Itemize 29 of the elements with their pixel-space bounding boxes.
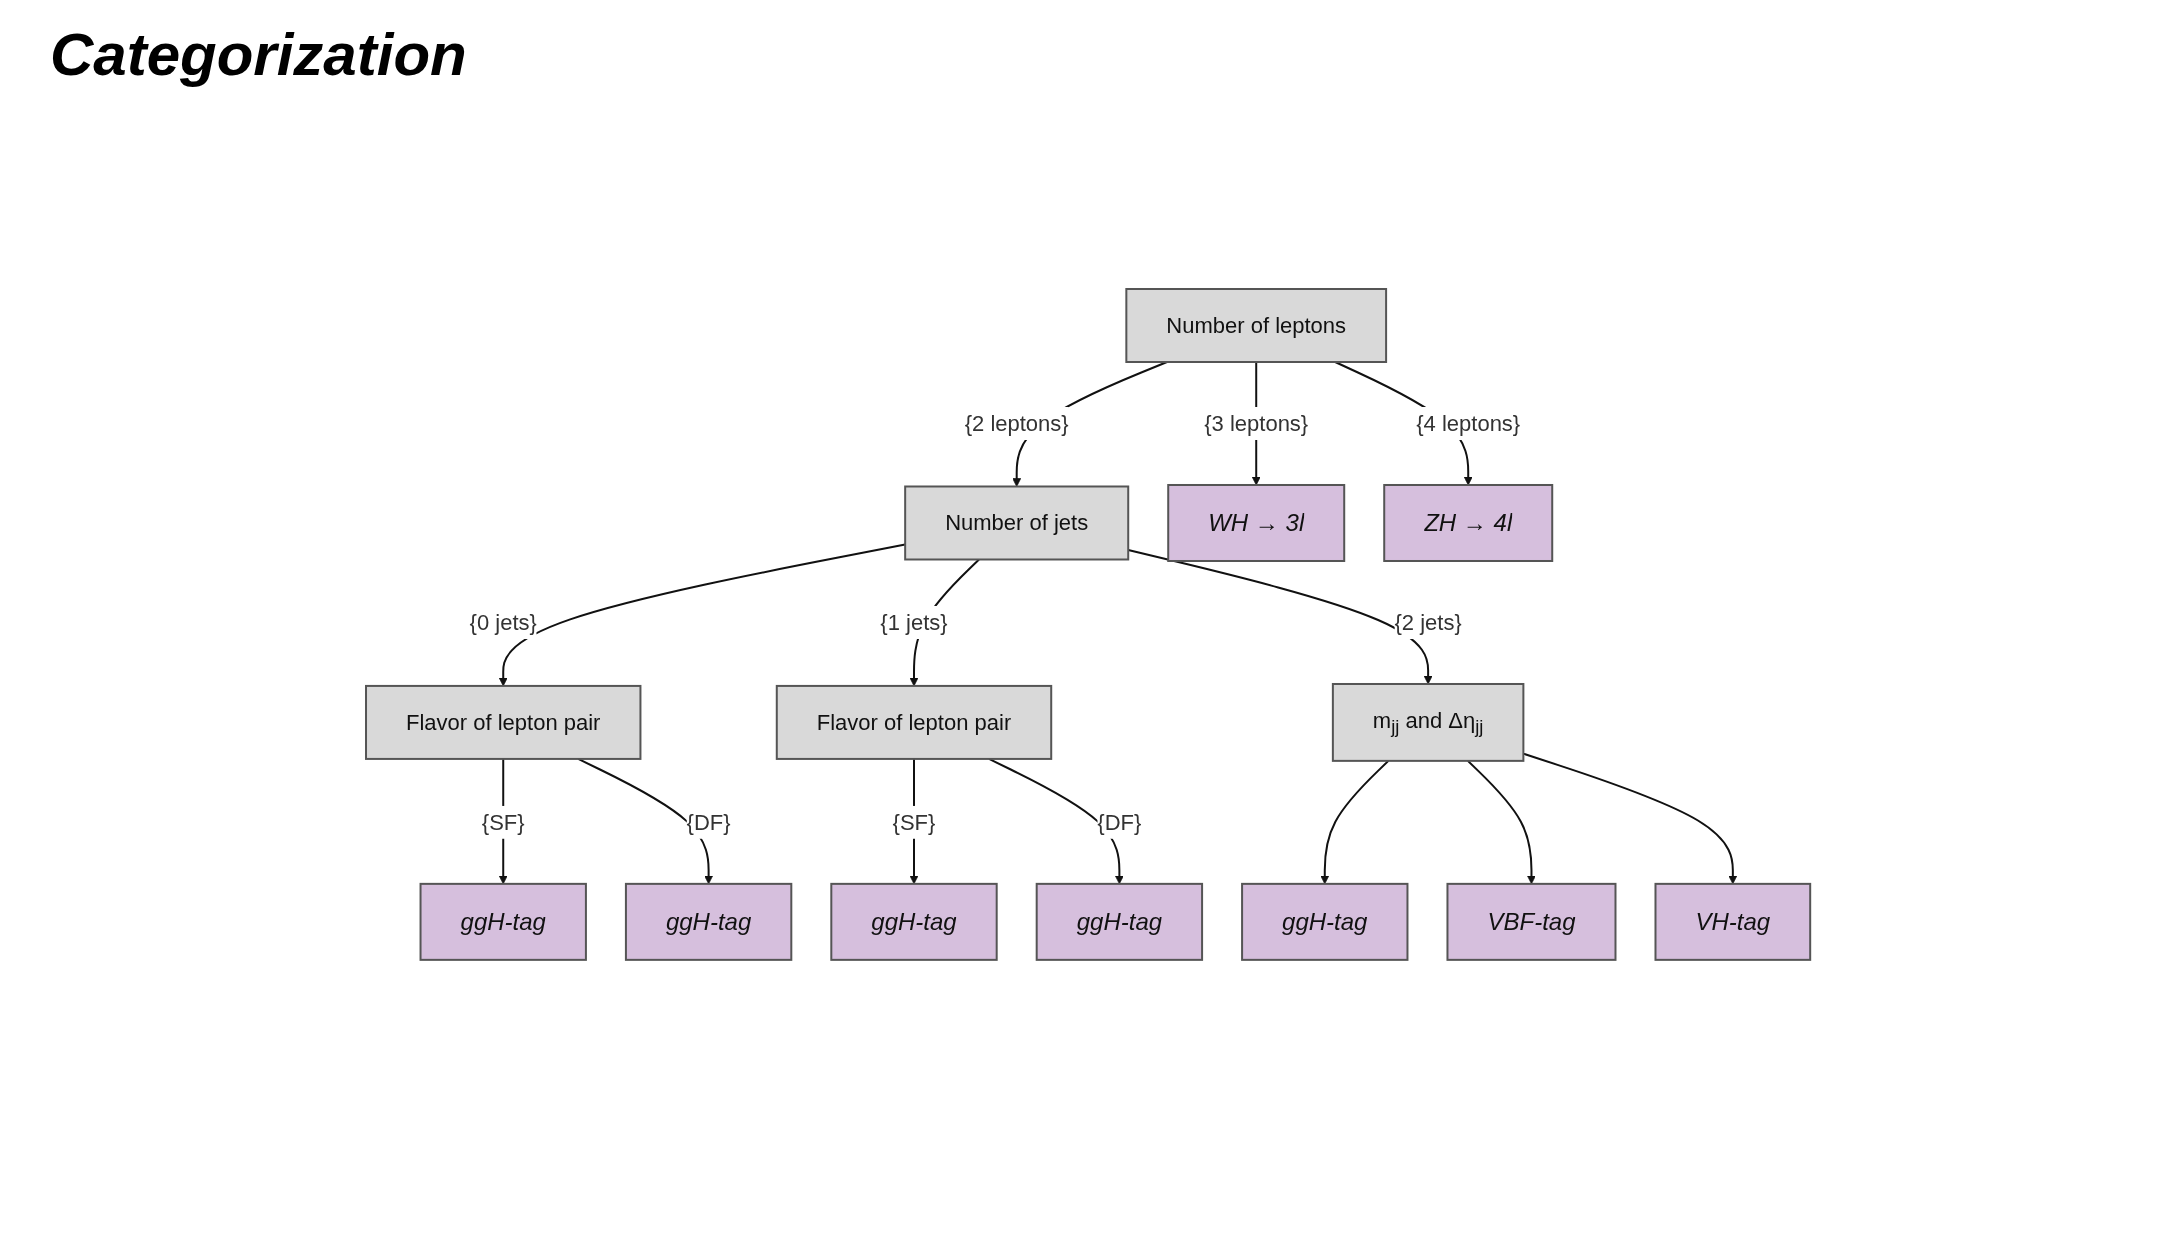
node-box: ggH-tag (1036, 882, 1204, 961)
arrow (1467, 759, 1537, 884)
edge-label: {2 jets} (1394, 609, 1463, 635)
arrow (988, 757, 1125, 884)
edge-label: {2 leptons} (965, 410, 1070, 436)
node-box: ggH-tag (1241, 882, 1409, 961)
node-box: VH-tag (1654, 882, 1812, 961)
edge-label: {DF} (1097, 809, 1142, 835)
edge-label: {DF} (686, 809, 732, 835)
node-box: VBF-tag (1446, 882, 1617, 961)
node-box: Flavor of lepton pair (776, 684, 1053, 760)
edge-label: {1 jets} (880, 609, 949, 635)
edge-label: {3 leptons} (1204, 410, 1309, 436)
node-box: Number of leptons (1125, 287, 1388, 363)
edge-label: {0 jets} (469, 609, 538, 635)
node-box: ggH-tag (419, 882, 588, 961)
node-box: ggH-tag (625, 882, 793, 961)
edge-label: {4 leptons} (1416, 410, 1521, 436)
arrow (577, 757, 714, 884)
edge-label: {SF} (482, 809, 526, 835)
node-box: Number of jets (904, 485, 1130, 561)
arrow (1320, 759, 1390, 884)
node-box: ZH → 4l (1383, 483, 1554, 562)
node-box: Flavor of lepton pair (365, 684, 642, 760)
diagram-title: Categorization (50, 20, 467, 89)
node-box: ggH-tag (830, 882, 999, 961)
edge-label: {SF} (892, 809, 936, 835)
node-box: m$_{jj}$ and Δη$_{jj}$ (1332, 682, 1525, 762)
node-box: WH → 3l (1167, 483, 1346, 562)
